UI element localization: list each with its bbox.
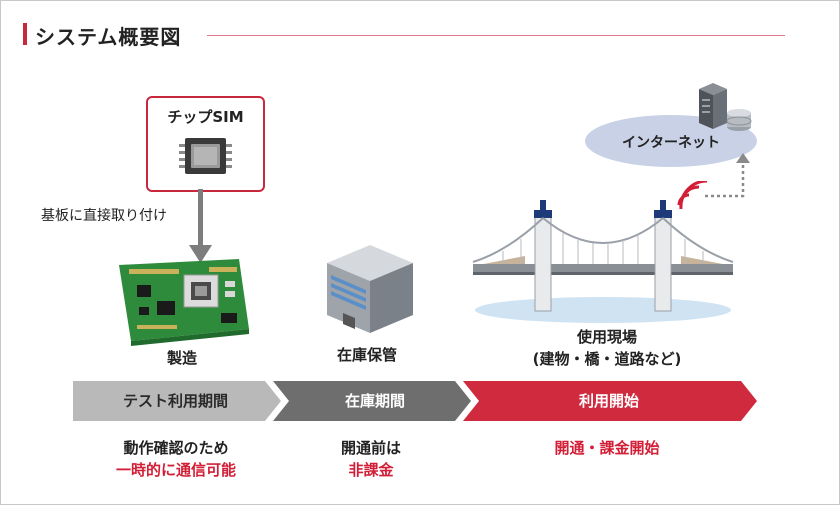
stage-storage-label: 在庫保管	[336, 346, 398, 364]
phase-3-shape	[463, 381, 757, 421]
stage-usage-label: 使用現場	[576, 328, 638, 346]
phase-1-note-emphasis: 一時的に通信可能	[115, 461, 237, 479]
mount-arrow	[189, 189, 212, 263]
internet-cloud-icon	[585, 83, 757, 167]
warehouse-building-icon	[327, 245, 413, 333]
phase-3-note: 開通・課金開始	[554, 439, 660, 457]
chip-sim-box: チップSIM	[146, 96, 265, 192]
phase-2-shape	[273, 381, 471, 421]
phase-1-note: 動作確認のため	[123, 439, 229, 457]
suspension-bridge-icon	[472, 200, 734, 323]
phase-3-label: 利用開始	[578, 392, 639, 410]
chip-sim-label: チップSIM	[167, 108, 244, 126]
phase-1-shape	[73, 381, 281, 421]
stage-usage-sublabel: (建物・橋・道路など)	[532, 350, 682, 368]
stage-manufacturing-label: 製造	[166, 349, 198, 367]
connection-dotted-arrow	[705, 153, 750, 198]
wireless-signal-icon	[677, 181, 708, 210]
mount-label: 基板に直接取り付け	[41, 208, 167, 224]
circuit-board-icon	[119, 259, 249, 346]
sim-chip-icon	[179, 138, 232, 174]
internet-label: インターネット	[622, 135, 720, 151]
phase-2-label: 在庫期間	[344, 392, 405, 410]
phase-1-label: テスト利用期間	[122, 392, 228, 410]
phase-2-note: 開通前は	[340, 439, 402, 457]
title-accent-bar	[23, 23, 27, 45]
phase-2-note-emphasis: 非課金	[348, 461, 394, 479]
title-divider	[207, 35, 785, 36]
page-title: システム概要図	[35, 25, 182, 49]
phase-timeline	[73, 381, 757, 421]
